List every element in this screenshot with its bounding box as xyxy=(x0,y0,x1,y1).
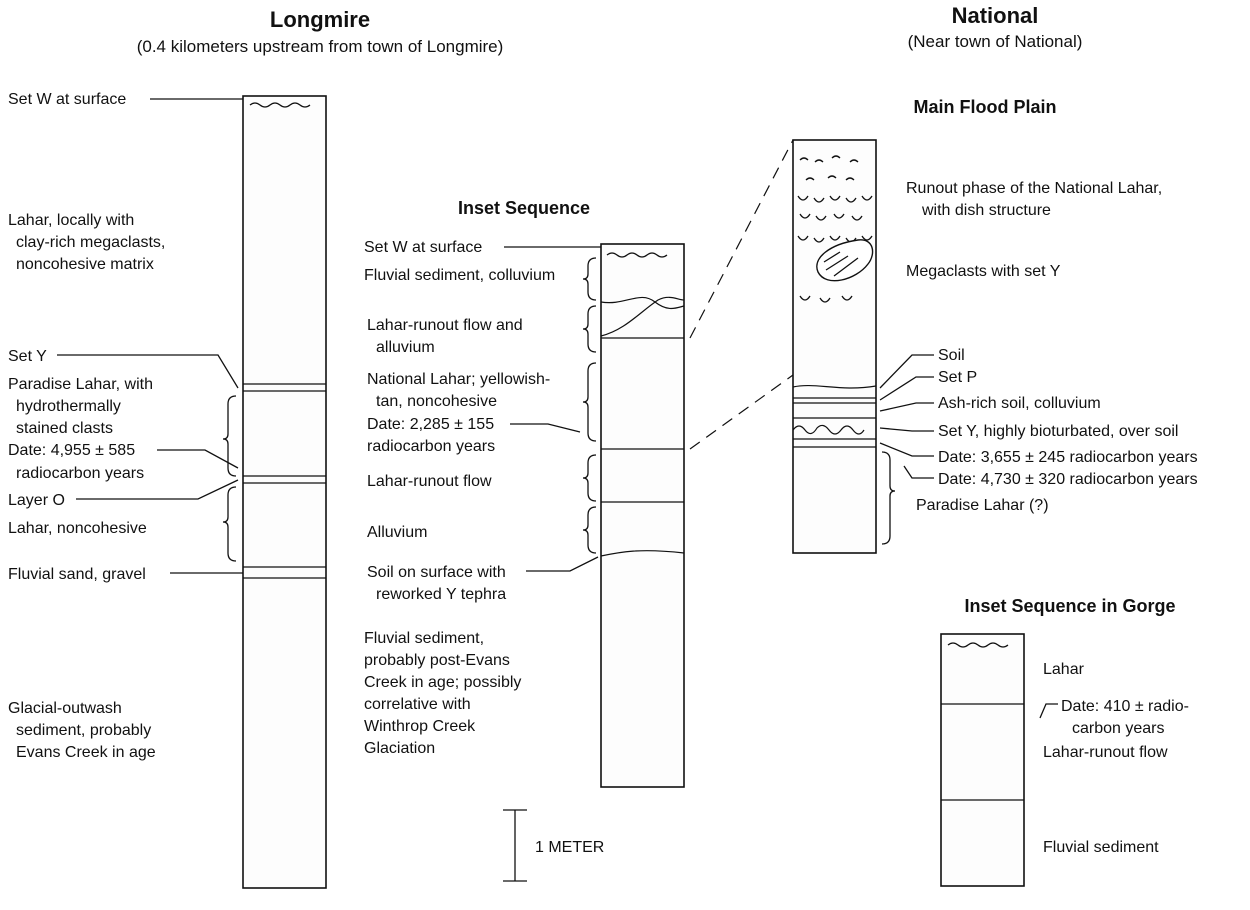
label-glacial-3: Evans Creek in age xyxy=(16,744,156,761)
inset-label-national-2: tan, noncohesive xyxy=(376,393,497,410)
label-fluvial-sand: Fluvial sand, gravel xyxy=(8,566,146,583)
fp-label-soil: Soil xyxy=(938,347,965,364)
inset-label-set-w: Set W at surface xyxy=(364,239,482,256)
gorge-label-runout: Lahar-runout flow xyxy=(1043,744,1168,761)
inset-labels: Set W at surface Fluvial sediment, collu… xyxy=(364,239,601,757)
longmire-labels: Set W at surface Lahar, locally with cla… xyxy=(8,91,243,761)
fp-label-megaclasts: Megaclasts with set Y xyxy=(906,263,1061,280)
gorge-label-fluvial: Fluvial sediment xyxy=(1043,839,1159,856)
tephra-wave xyxy=(249,102,311,108)
inset-label-fluvial-6: Glaciation xyxy=(364,740,435,757)
gorge-label-date-2: carbon years xyxy=(1072,720,1165,737)
national-title: National xyxy=(952,3,1039,28)
label-set-y: Set Y xyxy=(8,348,47,365)
inset-label-national-1: National Lahar; yellowish- xyxy=(367,371,550,388)
flood-plain-column xyxy=(792,139,877,554)
inset-column-outline xyxy=(600,243,685,788)
gorge-title: Inset Sequence in Gorge xyxy=(964,596,1175,616)
label-paradise-2: hydrothermally xyxy=(16,398,121,415)
label-paradise-1: Paradise Lahar, with xyxy=(8,376,153,393)
fp-label-runout-2: with dish structure xyxy=(921,202,1051,219)
label-lahar-2: clay-rich megaclasts, xyxy=(16,234,165,251)
inset-title: Inset Sequence xyxy=(458,198,590,218)
fp-label-ash-soil: Ash-rich soil, colluvium xyxy=(938,395,1101,412)
inset-label-fluvial-1: Fluvial sediment, xyxy=(364,630,484,647)
scale-label: 1 METER xyxy=(535,839,604,856)
inset-label-fluvial-col: Fluvial sediment, colluvium xyxy=(364,267,555,284)
gorge-label-lahar: Lahar xyxy=(1043,661,1085,678)
gorge-labels: Lahar Date: 410 ± radio- carbon years La… xyxy=(1039,661,1189,856)
inset-label-soil-1: Soil on surface with xyxy=(367,564,506,581)
scale-bar: 1 METER xyxy=(503,809,604,882)
inset-label-soil-2: reworked Y tephra xyxy=(376,586,506,603)
fp-label-date-2: Date: 4,730 ± 320 radiocarbon years xyxy=(938,471,1198,488)
inset-label-runout-1: Lahar-runout flow and xyxy=(367,317,523,334)
fp-label-runout-1: Runout phase of the National Lahar, xyxy=(906,180,1162,197)
label-date-1: Date: 4,955 ± 585 xyxy=(8,442,135,459)
inset-label-date-1: Date: 2,285 ± 155 xyxy=(367,416,494,433)
flood-plain-labels: Runout phase of the National Lahar, with… xyxy=(879,180,1198,545)
connector-dashed-bottom xyxy=(689,374,794,450)
label-date-2: radiocarbon years xyxy=(16,465,144,482)
fp-label-paradise: Paradise Lahar (?) xyxy=(916,497,1049,514)
longmire-title: Longmire xyxy=(270,7,370,32)
longmire-subtitle: (0.4 kilometers upstream from town of Lo… xyxy=(137,37,504,56)
flood-plain-title: Main Flood Plain xyxy=(914,97,1057,117)
inset-label-date-2: radiocarbon years xyxy=(367,438,495,455)
inset-column xyxy=(600,243,685,788)
label-glacial-1: Glacial-outwash xyxy=(8,700,122,717)
inset-label-alluvium: Alluvium xyxy=(367,524,427,541)
inset-label-runout-flow: Lahar-runout flow xyxy=(367,473,492,490)
gorge-column-outline xyxy=(940,633,1025,887)
longmire-column-outline xyxy=(242,95,327,889)
national-subtitle: (Near town of National) xyxy=(908,32,1083,51)
label-lahar-3: noncohesive matrix xyxy=(16,256,154,273)
connector-dashed-top xyxy=(689,139,794,339)
fp-label-set-p: Set P xyxy=(938,369,977,386)
fp-label-date-1: Date: 3,655 ± 245 radiocarbon years xyxy=(938,449,1198,466)
label-layer-o: Layer O xyxy=(8,492,65,509)
label-glacial-2: sediment, probably xyxy=(16,722,151,739)
longmire-column xyxy=(242,95,327,889)
inset-label-runout-2: alluvium xyxy=(376,339,435,356)
flood-plain-column-outline xyxy=(792,139,877,554)
gorge-column xyxy=(940,633,1025,887)
fp-label-set-y: Set Y, highly bioturbated, over soil xyxy=(938,423,1178,440)
label-lahar-1: Lahar, locally with xyxy=(8,212,134,229)
gorge-label-date-1: Date: 410 ± radio- xyxy=(1061,698,1189,715)
inset-label-fluvial-5: Winthrop Creek xyxy=(364,718,476,735)
inset-label-fluvial-2: probably post-Evans xyxy=(364,652,510,669)
label-paradise-3: stained clasts xyxy=(16,420,113,437)
label-set-w: Set W at surface xyxy=(8,91,126,108)
inset-label-fluvial-3: Creek in age; possibly xyxy=(364,674,521,691)
label-lahar-nc: Lahar, noncohesive xyxy=(8,520,147,537)
inset-label-fluvial-4: correlative with xyxy=(364,696,471,713)
